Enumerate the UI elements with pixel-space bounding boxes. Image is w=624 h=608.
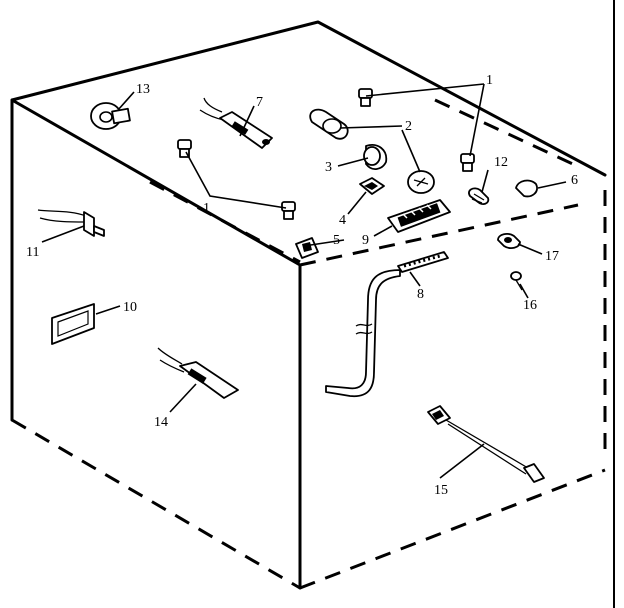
callout-9: 9 (362, 233, 369, 248)
part-5-clip (295, 237, 319, 259)
part-15-cord (427, 405, 545, 483)
callout-13: 13 (136, 82, 150, 97)
part-10-plate (51, 303, 95, 345)
callout-4: 4 (339, 213, 346, 228)
callout-10: 10 (123, 300, 137, 315)
callout-3: 3 (325, 160, 332, 175)
part-17-clip (497, 233, 521, 249)
part-2-socket-lens (309, 108, 435, 194)
callout-8: 8 (417, 287, 424, 302)
callout-2: 2 (405, 119, 412, 134)
callout-17: 17 (545, 249, 559, 264)
part-12-clip (468, 187, 490, 205)
part-1-screws (177, 88, 475, 220)
part-4-knob (359, 177, 385, 195)
part-13-grommet (90, 102, 131, 130)
part-14-switch (157, 347, 239, 399)
callout-labels: 1 1 2 3 4 5 6 7 8 9 10 11 12 13 14 15 16… (26, 73, 578, 498)
callout-16: 16 (523, 298, 537, 313)
callout-1-left: 1 (203, 201, 210, 216)
callout-11: 11 (26, 245, 39, 260)
part-6-cap (515, 179, 538, 198)
callout-1-top: 1 (486, 73, 493, 88)
callout-12: 12 (494, 155, 508, 170)
part-3-bulb (363, 144, 388, 170)
callout-5: 5 (333, 233, 340, 248)
callout-15: 15 (434, 483, 448, 498)
leader-lines (41, 83, 567, 479)
callout-7: 7 (256, 95, 263, 110)
part-8-latch-rod (325, 251, 449, 398)
cabinet-outline (10, 20, 607, 590)
part-11-sensor (37, 209, 105, 237)
part-16-screw (510, 271, 523, 291)
part-7-switch (199, 97, 273, 149)
callout-14: 14 (154, 415, 168, 430)
part-9-terminal-block (387, 199, 451, 233)
callout-6: 6 (571, 173, 578, 188)
